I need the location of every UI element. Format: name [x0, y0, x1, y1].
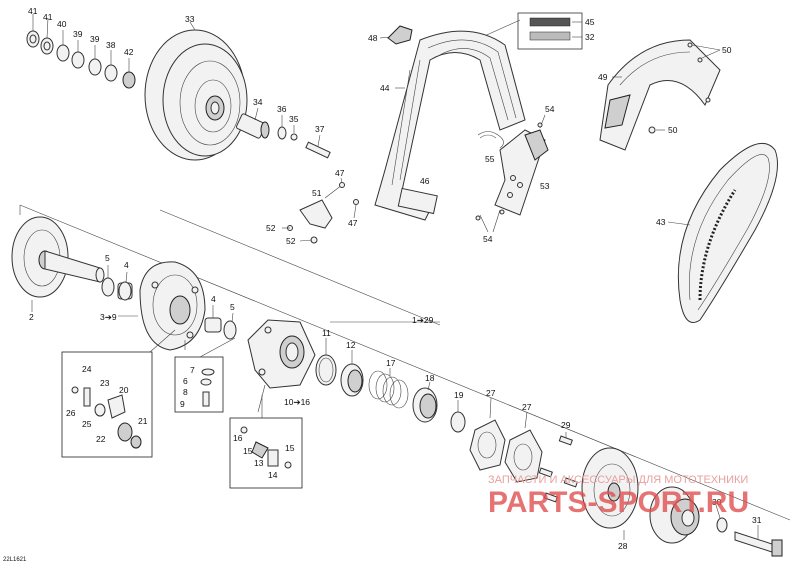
- callout-14: 14: [268, 470, 278, 480]
- callout-40: 40: [57, 19, 67, 29]
- callout-13: 13: [254, 458, 264, 468]
- decal-labels: [479, 12, 583, 50]
- callout-33: 33: [185, 14, 195, 24]
- callout-41: 41: [28, 6, 38, 16]
- reference-code: 22L1621: [3, 557, 27, 563]
- callout-46: 46: [420, 176, 430, 186]
- assembly-axis: [19, 204, 791, 521]
- callout-41b: 41: [43, 12, 53, 22]
- callout-labels: 41 40 41 39 39 38 42 33 34 36 35 37 48 4…: [28, 6, 762, 551]
- callout-12: 12: [346, 340, 356, 350]
- belt-guard-cover: [599, 39, 721, 151]
- callout-11: 11: [322, 328, 331, 338]
- callout-54a: 54: [545, 104, 555, 114]
- bushing-rings-left: [101, 265, 133, 301]
- callout-30: 30: [712, 497, 722, 507]
- callout-5b: 5: [230, 302, 235, 312]
- callout-28: 28: [618, 541, 628, 551]
- callout-39: 39: [73, 29, 83, 39]
- callout-54b: 54: [483, 234, 493, 244]
- support-bracket-51: [282, 177, 359, 244]
- callout-20: 20: [119, 385, 129, 395]
- cover-plate: [581, 447, 700, 544]
- callout-50a: 50: [722, 45, 732, 55]
- callout-15b: 15: [285, 443, 295, 453]
- driven-pulley-sheave: [144, 21, 248, 161]
- detail-box-weights: [61, 329, 176, 458]
- callout-44: 44: [380, 83, 390, 93]
- callout-43: 43: [656, 217, 666, 227]
- washer-stack: [26, 14, 136, 89]
- callout-9: 9: [180, 399, 185, 409]
- callout-27a: 27: [486, 388, 496, 398]
- callout-4b: 4: [211, 294, 216, 304]
- callout-8: 8: [183, 387, 188, 397]
- shaft-parts: [235, 107, 331, 159]
- spring-17: [368, 370, 409, 409]
- spring-and-rings: [315, 338, 466, 433]
- callout-37: 37: [315, 124, 325, 134]
- callout-50b: 50: [668, 125, 678, 135]
- callout-39b: 39: [90, 34, 100, 44]
- callout-38: 38: [106, 40, 116, 50]
- callout-25: 25: [82, 419, 92, 429]
- small-bracket-48: [379, 25, 413, 45]
- callout-7: 7: [190, 365, 195, 375]
- watermark-caption: ЗАПЧАСТИ И АКСЕССУАРЫ ДЛЯ МОТОТЕХНИКИ: [488, 474, 748, 486]
- cam-housing: [247, 319, 316, 413]
- callout-16: 16: [233, 433, 243, 443]
- fixed-sheave: [11, 216, 105, 312]
- bolts-29: [538, 432, 578, 503]
- watermark-logo: PARTS-SPORT.RU: [488, 486, 749, 519]
- belt-guard-frame: [374, 30, 526, 221]
- callout-32: 32: [585, 32, 595, 42]
- callout-47a: 47: [335, 168, 345, 178]
- callout-53: 53: [540, 181, 550, 191]
- callout-45: 45: [585, 17, 595, 27]
- callout-4a: 4: [124, 260, 129, 270]
- callout-42: 42: [124, 47, 134, 57]
- callout-52b: 52: [286, 236, 296, 246]
- callout-55: 55: [485, 154, 495, 164]
- callout-10-16: 10➔16: [284, 397, 310, 407]
- movable-sheave: [118, 261, 206, 351]
- callout-29: 29: [561, 420, 571, 430]
- callout-34: 34: [253, 97, 263, 107]
- belt-guard-bracket: [475, 114, 549, 233]
- callout-24: 24: [82, 364, 92, 374]
- callout-49: 49: [598, 72, 608, 82]
- callout-21: 21: [138, 416, 148, 426]
- callout-52a: 52: [266, 223, 276, 233]
- callout-17: 17: [386, 358, 396, 368]
- callout-36: 36: [277, 104, 287, 114]
- callout-15a: 15: [243, 446, 253, 456]
- callout-47b: 47: [348, 218, 358, 228]
- bushing-rings-mid: [204, 305, 237, 340]
- detail-box-rollers: [174, 337, 236, 413]
- callout-26: 26: [66, 408, 76, 418]
- callout-27b: 27: [522, 402, 532, 412]
- callout-23: 23: [100, 378, 110, 388]
- callout-3-9: 3➔9: [100, 312, 117, 322]
- callout-35: 35: [289, 114, 299, 124]
- callout-1-29: 1➔29: [412, 315, 434, 325]
- drive-belt: [667, 142, 778, 323]
- callout-19: 19: [454, 390, 464, 400]
- watermark: ЗАПЧАСТИ И АКСЕССУАРЫ ДЛЯ МОТОТЕХНИКИ PA…: [488, 474, 749, 519]
- gaskets: [469, 397, 543, 483]
- detail-box-springs: [229, 395, 303, 489]
- callout-6: 6: [183, 376, 188, 386]
- callout-22: 22: [96, 434, 106, 444]
- callout-5a: 5: [105, 253, 110, 263]
- callout-48: 48: [368, 33, 378, 43]
- callout-51: 51: [312, 188, 322, 198]
- callout-2: 2: [29, 312, 34, 322]
- retaining-bolt: [715, 504, 783, 557]
- callout-31: 31: [752, 515, 762, 525]
- callout-18: 18: [425, 373, 435, 383]
